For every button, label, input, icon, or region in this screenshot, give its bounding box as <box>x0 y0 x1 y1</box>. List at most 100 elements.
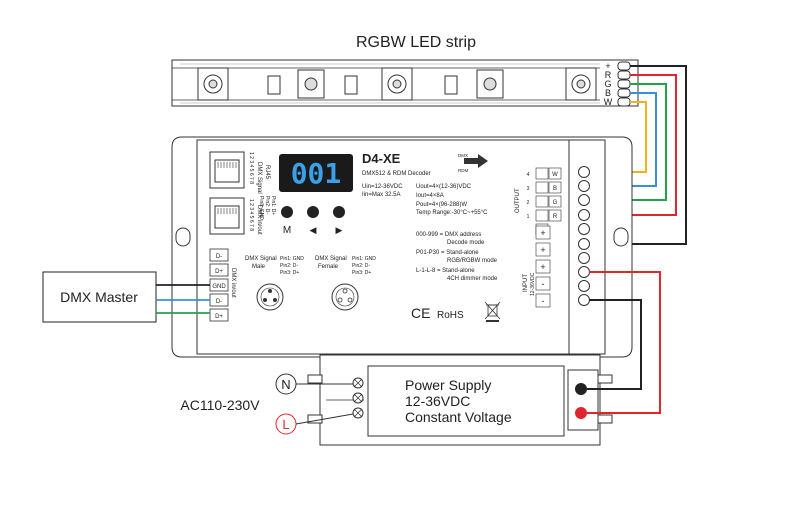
xlr-female-label-2: Female <box>318 264 339 270</box>
output-num-2: 2 <box>527 200 530 206</box>
dmx-terminal-block <box>209 248 229 322</box>
dmx-master-box: DMX Master <box>42 271 157 323</box>
xlr-female-pin3: Pin3: D+ <box>352 270 371 276</box>
terminal-screw[interactable] <box>578 223 590 235</box>
ce-mark: CE <box>411 305 430 321</box>
xlr-male-label-2: Male <box>252 264 266 270</box>
psu-line-3: Constant Voltage <box>405 409 512 425</box>
wire-plus-black <box>596 65 687 245</box>
xlr-male-pin1: Pin1: GND <box>280 256 304 262</box>
output-num-4: 4 <box>527 172 530 178</box>
ac-voltage-label: AC110-230V <box>180 397 260 413</box>
terminal-screw[interactable] <box>578 238 590 250</box>
spec-temp: Temp Range:-30°C~+55°C <box>416 210 488 216</box>
mode-3b: 4CH dimmer mode <box>447 276 498 282</box>
strip-pin-r: R <box>605 70 612 80</box>
terminal-screw[interactable] <box>578 166 590 178</box>
power-supply <box>307 354 613 446</box>
dmx-term-gnd: GND <box>212 284 226 290</box>
xlr-female-label-1: DMX Signal <box>315 256 347 262</box>
terminal-screw[interactable] <box>578 252 590 264</box>
strip-pin-g: G <box>604 79 611 89</box>
xlr-female-connector[interactable] <box>331 283 359 311</box>
led-chip <box>197 67 229 101</box>
terminal-screw[interactable] <box>578 280 590 292</box>
rj45-label-1a: DMX Signal <box>256 162 262 194</box>
led-display: 001 <box>279 154 353 192</box>
wire-r-red <box>596 74 677 216</box>
xlr-female-pin1: Pin1: GND <box>352 256 376 262</box>
led-chip <box>476 69 504 99</box>
mode-2: P01-P30 = Stand-alone <box>416 250 479 256</box>
power-wires <box>587 271 661 414</box>
terminal-screw[interactable] <box>578 294 590 306</box>
spec-pout: Pout=4×(96-288)W <box>416 202 467 208</box>
rj45-port-1[interactable] <box>209 151 245 189</box>
input-label: INPUT <box>523 274 529 292</box>
strip-pin-w: W <box>604 97 613 107</box>
psu-line-1: Power Supply <box>405 377 491 393</box>
led-chip <box>297 69 325 99</box>
mode-1b: Decode mode <box>447 240 485 246</box>
dmx-inout-label: DMX in/out <box>230 268 236 298</box>
rj45-digits-1: 1 2 3 4 5 6 7 8 <box>248 152 254 184</box>
dmx-term-d-minus-2: D- <box>216 299 222 305</box>
button-right[interactable] <box>333 206 345 218</box>
display-value: 001 <box>291 157 342 190</box>
spec-uin: Uin=12-36VDC <box>362 184 403 190</box>
input-plus-1: + <box>540 245 545 255</box>
button-m-label: M <box>283 225 291 236</box>
button-right-label: ▶ <box>336 225 343 235</box>
rj45-label-2: DMX in/out <box>256 205 262 235</box>
weee-bin-icon <box>484 301 501 322</box>
psu-line-2: 12-36VDC <box>405 393 470 409</box>
ac-neutral-label: N <box>281 377 290 392</box>
xlr-male-pin3: Pin3: D+ <box>280 270 299 276</box>
ac-line-terminal: L <box>275 413 297 435</box>
dmx-wires <box>156 284 210 314</box>
mode-1: 000-999 = DMX address <box>416 232 481 238</box>
input-voltage-label: 12-36VDC <box>530 272 536 296</box>
xlr-male-connector[interactable] <box>256 283 284 311</box>
psu-ac-terminals <box>352 377 364 419</box>
mode-3: L-1-L-8 = Stand-alone <box>416 268 475 274</box>
rj45-port-2[interactable] <box>209 197 245 235</box>
xlr-male-label-1: DMX Signal <box>245 256 277 262</box>
dmx-master-label: DMX Master <box>60 289 138 305</box>
output-num-3: 3 <box>527 186 530 192</box>
control-buttons: M ◀ ▶ <box>281 206 345 236</box>
output-ch-r: R <box>553 214 558 220</box>
terminal-screw[interactable] <box>578 194 590 206</box>
mode-2b: RGB/RGBW mode <box>447 258 498 264</box>
output-label: OUTPUT <box>515 188 521 213</box>
ac-neutral-terminal: N <box>275 373 297 395</box>
dmx-term-d-minus-1: D- <box>216 254 222 260</box>
wire-dc-negative-black <box>587 299 642 390</box>
psu-dc-positive[interactable] <box>575 407 587 419</box>
terminal-block <box>578 166 590 306</box>
spec-uout: Uout=4×(12-36)VDC <box>416 184 472 190</box>
rj45-pin1: Pin1: D+ <box>270 196 276 215</box>
terminal-screw[interactable] <box>578 266 590 278</box>
button-left[interactable] <box>307 206 319 218</box>
rohs-mark: RoHS <box>437 310 464 321</box>
resistor <box>267 75 281 95</box>
dmx-rdm-arrow-icon: DMX RDM <box>458 153 488 173</box>
led-chip <box>565 67 597 101</box>
input-plus-2: + <box>540 262 545 272</box>
dmx-term-d-plus-2: D+ <box>215 314 223 320</box>
resistor <box>444 75 458 95</box>
led-chip <box>381 67 413 101</box>
terminal-screw[interactable] <box>578 180 590 192</box>
psu-dc-negative[interactable] <box>575 383 587 395</box>
input-minus-2: - <box>542 296 545 306</box>
rj45-pin2: Pin2: D- <box>264 196 270 214</box>
input-minus-1: - <box>542 279 545 289</box>
output-ch-w: W <box>552 172 558 178</box>
diagram-title: RGBW LED strip <box>356 34 476 51</box>
output-ch-g: G <box>553 200 558 206</box>
output-ch-b: B <box>553 186 557 192</box>
button-m[interactable] <box>281 206 293 218</box>
terminal-screw[interactable] <box>578 209 590 221</box>
spec-iin: Iin=Max 32.5A <box>362 192 401 198</box>
